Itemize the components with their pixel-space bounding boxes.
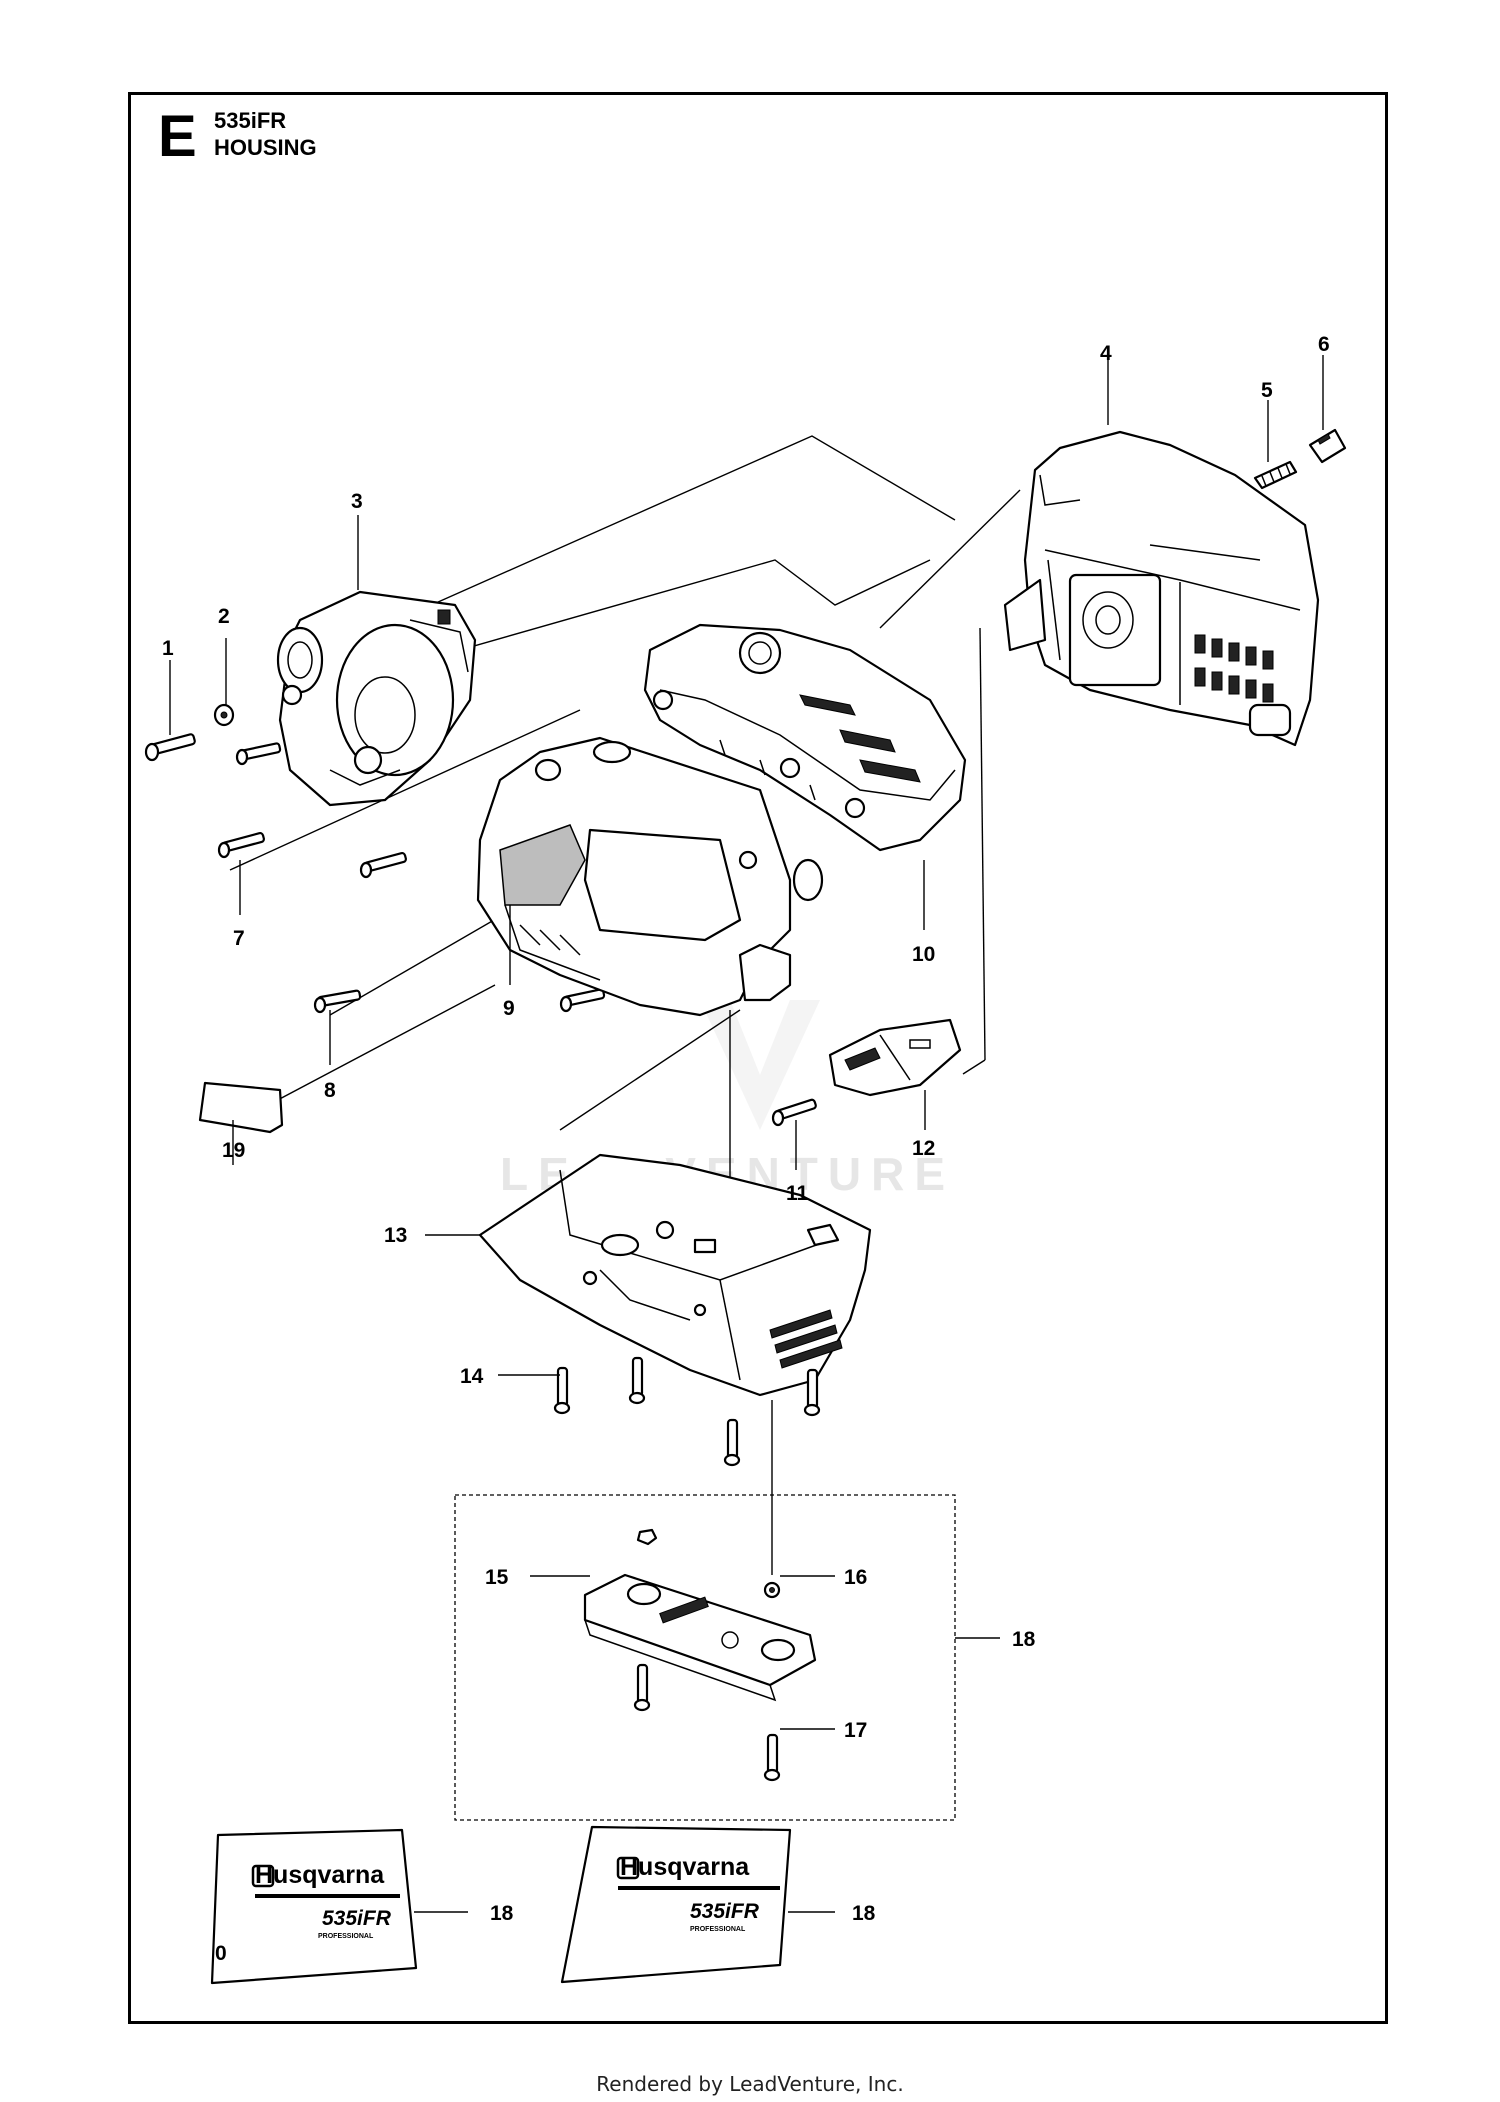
drawing-frame xyxy=(128,92,1388,2024)
callout-1: 1 xyxy=(162,637,174,660)
part-3-crankcase-cover xyxy=(276,590,477,807)
callout-11: 11 xyxy=(786,1182,809,1205)
callout-10: 10 xyxy=(912,943,935,966)
decal-right-brand: Husqvarna xyxy=(620,1853,750,1881)
assembly-guide-lines xyxy=(229,435,1061,1575)
part-5-spring xyxy=(1253,460,1298,490)
callout-8: 8 xyxy=(324,1079,336,1102)
callout-9: 9 xyxy=(503,997,515,1020)
callout-15: 15 xyxy=(485,1566,509,1589)
part-9-screw xyxy=(559,988,606,1013)
callout-5: 5 xyxy=(1261,379,1273,402)
part-14-screws xyxy=(553,1356,821,1467)
decal-left-grade: PROFESSIONAL xyxy=(318,1933,374,1940)
part-11-screw xyxy=(771,1098,817,1127)
callout-2: 2 xyxy=(218,605,230,628)
part-1-screw xyxy=(144,733,196,762)
crankcase-screw xyxy=(235,742,282,766)
callout-12: 12 xyxy=(912,1137,935,1160)
part-17-screws xyxy=(633,1663,781,1782)
callout-13: 13 xyxy=(384,1224,407,1247)
callout-4: 4 xyxy=(1100,342,1112,365)
callout-labels: 1 2 3 4 5 6 7 8 9 10 11 12 13 14 15 16 1… xyxy=(162,333,1330,1925)
part-7-screw xyxy=(217,832,407,879)
callout-18-right: 18 xyxy=(852,1902,876,1925)
kit-19-box xyxy=(454,1494,956,1821)
callout-leaders xyxy=(169,355,1324,1913)
part-12-cover-piece xyxy=(828,1018,962,1097)
callout-17: 17 xyxy=(844,1719,867,1742)
part-13-bottom-housing xyxy=(478,1153,872,1397)
part-15-nut xyxy=(636,1528,658,1546)
diagram-model: 535iFR xyxy=(214,108,287,133)
callout-14: 14 xyxy=(460,1365,484,1388)
callout-16: 16 xyxy=(844,1566,867,1589)
part-8-screw xyxy=(313,989,362,1014)
part-9-housing xyxy=(476,736,824,1017)
diagram-title: HOUSING xyxy=(214,135,317,160)
decal-right-grade: PROFESSIONAL xyxy=(690,1926,746,1933)
callout-3: 3 xyxy=(351,490,363,513)
decal-left: Husqvarna 535iFR PROFESSIONAL 0 xyxy=(210,1828,418,1985)
callout-18-left: 18 xyxy=(490,1902,514,1925)
callout-19: 18 xyxy=(1012,1628,1036,1651)
footer-credit: Rendered by LeadVenture, Inc. xyxy=(596,2072,904,2096)
callout-7: 7 xyxy=(233,927,245,950)
decal-right-model: 535iFR xyxy=(690,1900,760,1923)
decal-right: Husqvarna 535iFR PROFESSIONAL xyxy=(560,1825,792,1984)
decal-left-brand: Husqvarna xyxy=(255,1861,385,1889)
part-2-bushing xyxy=(213,703,235,727)
part-18-decal-blank xyxy=(198,1081,284,1134)
callout-6: 6 xyxy=(1318,333,1330,356)
decal-left-mark: 0 xyxy=(215,1942,227,1965)
part-6-plug xyxy=(1308,428,1347,464)
part-4-cylinder-cover xyxy=(1003,430,1320,747)
part-16-washer xyxy=(763,1581,781,1599)
callout-18-blank: 19 xyxy=(222,1139,245,1162)
decal-left-model: 535iFR xyxy=(322,1907,392,1930)
part-15-skid-plate xyxy=(583,1573,817,1702)
part-10-top-cover xyxy=(643,623,967,852)
section-letter: E xyxy=(158,104,197,169)
